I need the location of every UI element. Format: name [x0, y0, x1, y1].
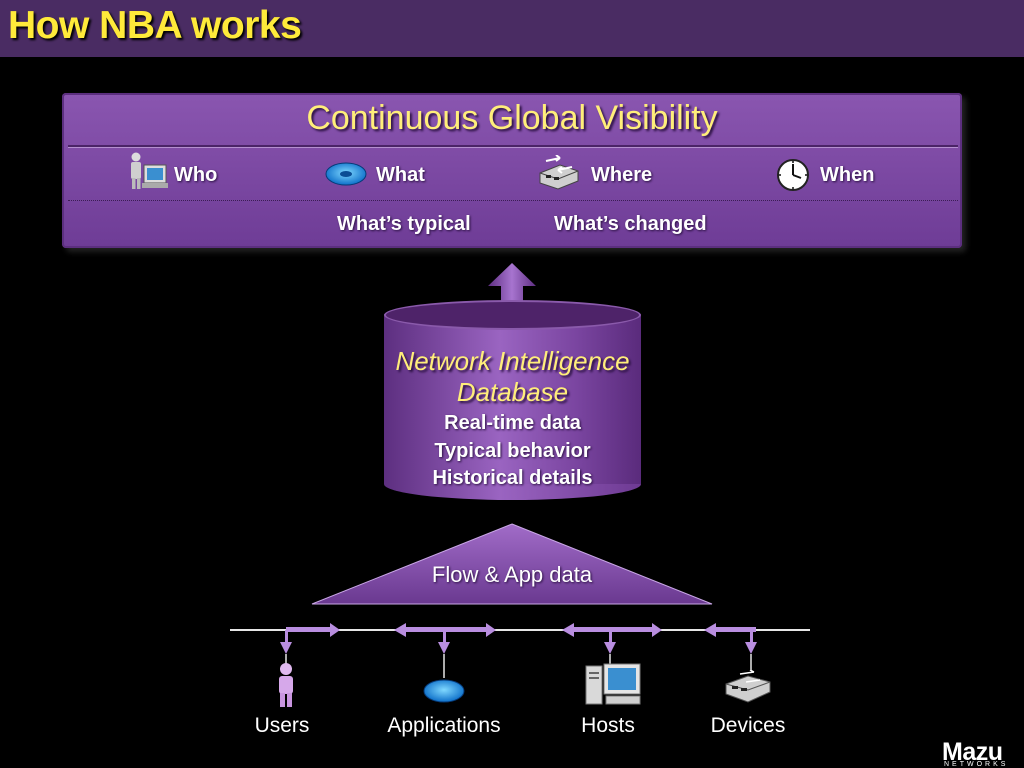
panel-divider — [68, 145, 958, 148]
database-title-line1: Network Intelligence — [395, 346, 630, 376]
what-label: What — [376, 164, 425, 186]
network-device-icon — [725, 670, 771, 703]
application-disc-icon — [325, 162, 367, 186]
database-body — [384, 314, 641, 484]
logo-name: Mazu — [942, 738, 1003, 766]
user-icon — [279, 663, 293, 707]
devices-label: Devices — [710, 714, 786, 737]
hosts-label: Hosts — [581, 714, 635, 737]
application-disc-icon — [423, 679, 465, 703]
database-item-historical: Historical details — [432, 467, 593, 489]
database-title-line2: Database — [456, 377, 569, 407]
database-item-typical: Typical behavior — [434, 440, 591, 462]
database-title: Network Intelligence Database — [384, 346, 641, 408]
network-switch-icon — [539, 155, 579, 190]
database-item-realtime: Real-time data — [444, 412, 581, 434]
who-label: Who — [174, 164, 218, 186]
whats-changed-label: What’s changed — [554, 213, 707, 235]
mazu-networks-logo: Mazu NETWORKS — [942, 738, 1022, 768]
host-computer-icon — [585, 663, 641, 705]
up-arrow — [488, 263, 536, 312]
visibility-panel: Continuous Global Visibility Who What Wh… — [62, 93, 962, 248]
network-line — [230, 623, 810, 678]
applications-label: Applications — [387, 714, 501, 737]
flow-app-data-label: Flow & App data — [431, 562, 593, 587]
users-label: Users — [254, 714, 310, 737]
title-bar — [0, 0, 1024, 57]
visibility-title: Continuous Global Visibility — [306, 99, 718, 137]
clock-icon — [777, 159, 809, 191]
where-label: Where — [591, 164, 653, 186]
when-label: When — [820, 164, 875, 186]
whats-typical-label: What’s typical — [337, 213, 471, 235]
slide-title: How NBA works — [8, 4, 302, 47]
database-top — [384, 300, 641, 330]
network-intelligence-database: Network Intelligence Database Real-time … — [384, 300, 641, 500]
person-computer-icon — [131, 152, 168, 189]
flow-app-data-triangle — [311, 523, 713, 605]
panel-dotted-divider — [68, 200, 958, 201]
logo-tagline: NETWORKS — [944, 761, 1009, 768]
